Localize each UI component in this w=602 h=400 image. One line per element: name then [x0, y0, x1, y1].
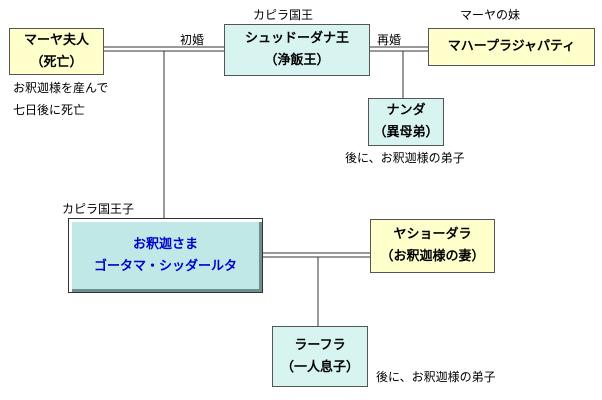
maya-note-line2: 七日後に死亡 — [13, 103, 86, 117]
person-rahula: ラーフラ （一人息子） — [272, 326, 368, 387]
person-gotama: お釈迦さま ゴータマ・シッダールタ — [68, 218, 263, 293]
rahula-name: ラーフラ — [294, 337, 346, 353]
maya-sister-label: マーヤの妹 — [460, 8, 521, 22]
gotama-name: ゴータマ・シッダールタ — [93, 258, 237, 274]
nanda-name: ナンダ — [386, 103, 426, 118]
maya-name: マーヤ夫人 — [23, 32, 89, 48]
gotama-title: お釈迦さま — [132, 236, 198, 252]
suddhodana-alias: （浄飯王） — [264, 53, 330, 68]
person-suddhodana: シュッドーダナ王 （浄飯王） — [224, 24, 370, 76]
rahula-note: 後に、お釈迦様の弟子 — [376, 370, 496, 384]
maya-status: （死亡） — [30, 54, 83, 70]
kapila-prince-label: カピラ国王子 — [62, 202, 135, 216]
person-maya: マーヤ夫人 （死亡） — [9, 28, 104, 75]
nanda-note: 後に、お釈迦様の弟子 — [345, 151, 465, 165]
first-marriage-label: 初婚 — [180, 33, 205, 47]
mahaprajapati-name: マハープラジャパティ — [447, 39, 576, 54]
rahula-relation: （一人息子） — [280, 359, 359, 375]
maya-note-line1: お釈迦様を産んで — [13, 81, 109, 95]
yasodhara-relation: （お釈迦様の妻） — [380, 249, 485, 264]
person-nanda: ナンダ （異母弟） — [368, 98, 444, 146]
person-yasodhara: ヤショーダラ （お釈迦様の妻） — [370, 219, 495, 273]
maya-note: お釈迦様を産んで 七日後に死亡 — [13, 77, 108, 121]
person-mahaprajapati: マハープラジャパティ — [428, 28, 595, 66]
yasodhara-name: ヤショーダラ — [393, 227, 472, 242]
nanda-relation: （異母弟） — [373, 125, 439, 140]
remarriage-label: 再婚 — [377, 33, 402, 47]
suddhodana-name: シュッドーダナ王 — [244, 31, 349, 46]
kapila-king-label: カピラ国王 — [253, 8, 314, 22]
